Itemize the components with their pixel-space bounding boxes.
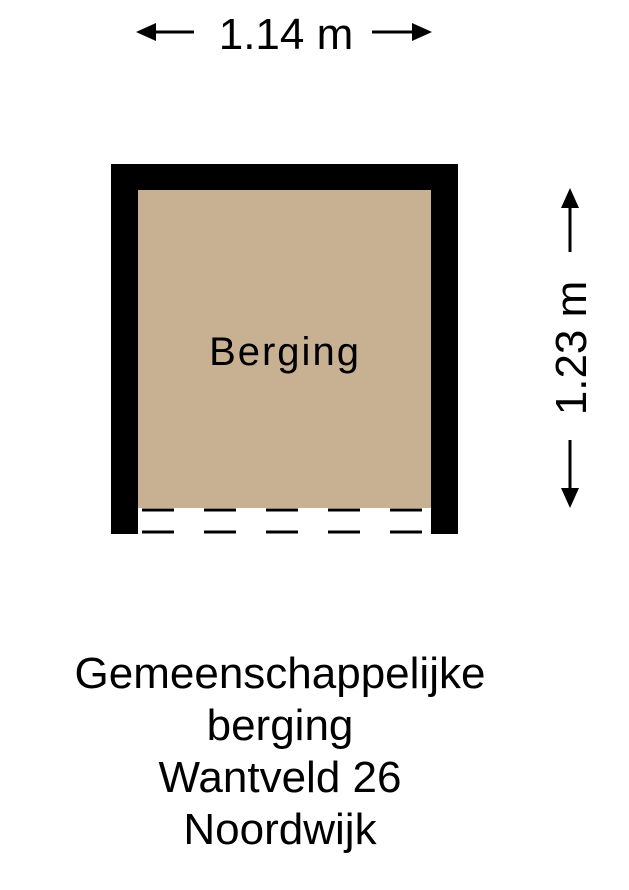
width-arrow-right-head [412,23,432,41]
caption-line-type: berging [206,701,354,750]
caption-line-title: Gemeenschappelijke [74,649,486,698]
caption-line-address: Wantveld 26 [158,753,402,802]
wall-top [111,164,458,190]
height-dimension-label: 1.23 m [547,281,596,416]
wall-right [431,164,458,534]
height-arrow-top-head [561,188,579,208]
height-dimension: 1.23 m [547,188,596,508]
wall-left [111,164,138,534]
floorplan-caption: Gemeenschappelijke berging Wantveld 26 N… [0,648,560,856]
room-label: Berging [209,330,361,374]
width-dimension-label: 1.14 m [219,10,354,59]
width-arrow-left-head [136,23,156,41]
storage-room: Berging [111,164,458,534]
room-floor [138,190,431,508]
caption-line-city: Noordwijk [183,805,377,854]
width-dimension: 1.14 m [136,10,432,59]
height-arrow-bottom-head [561,488,579,508]
